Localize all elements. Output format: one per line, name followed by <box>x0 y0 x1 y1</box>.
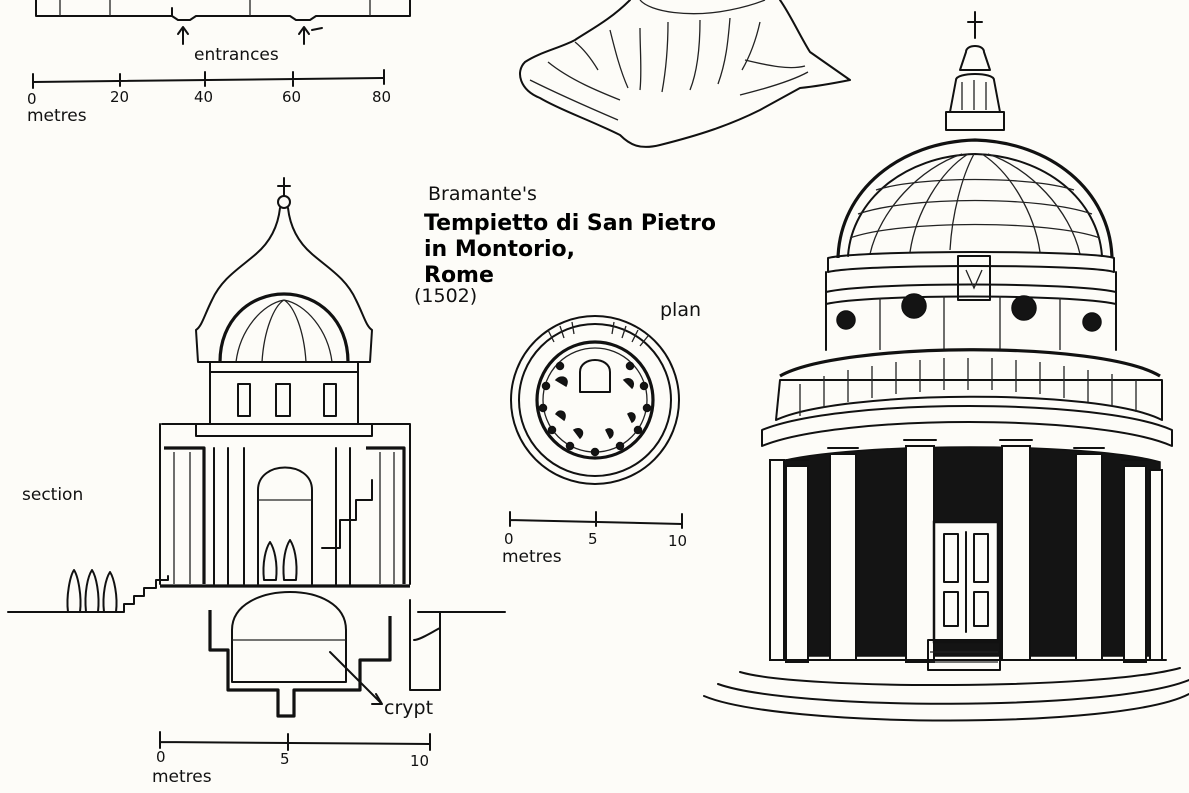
top-scale-tick-60: 60 <box>282 88 301 106</box>
title-date: (1502) <box>414 285 477 307</box>
top-scale-tick-20: 20 <box>110 88 129 106</box>
plan-scale-tick-5: 5 <box>588 530 598 548</box>
section-scale-tick-10: 10 <box>410 752 429 770</box>
plan-scale-tick-10: 10 <box>668 532 687 550</box>
site-plan-fragment: entrances <box>35 0 411 65</box>
circular-plan: plan <box>510 299 701 485</box>
entrances-label: entrances <box>194 45 279 65</box>
section-scale-unit: metres <box>152 767 212 787</box>
top-scale-tick-80: 80 <box>372 88 391 106</box>
title-line-3: Rome <box>424 263 494 288</box>
crypt-label: crypt <box>384 697 433 719</box>
perspective-view <box>703 11 1189 722</box>
architect-name: Bramante's <box>428 183 537 205</box>
section-drawing: section <box>7 177 506 719</box>
title-line-2: in Montorio, <box>424 237 575 262</box>
section-scale-tick-5: 5 <box>280 750 290 768</box>
plan-scale-tick-0: 0 <box>504 530 514 548</box>
section-scale-tick-0: 0 <box>156 748 166 766</box>
top-scale-bar: 0 20 40 60 80 metres <box>27 69 391 126</box>
plan-label: plan <box>660 299 701 321</box>
section-scale-bar: 0 5 10 metres <box>152 731 431 787</box>
top-scale-tick-40: 40 <box>194 88 213 106</box>
top-scale-tick-0: 0 <box>27 90 37 108</box>
title-block: Bramante's Tempietto di San Pietro in Mo… <box>414 183 716 307</box>
title-line-1: Tempietto di San Pietro <box>424 211 716 236</box>
top-scale-unit: metres <box>27 106 87 126</box>
plan-scale-unit: metres <box>502 547 562 567</box>
plan-scale-bar: 0 5 10 metres <box>502 511 687 567</box>
hill-sketch <box>519 0 851 148</box>
section-label: section <box>22 485 83 505</box>
